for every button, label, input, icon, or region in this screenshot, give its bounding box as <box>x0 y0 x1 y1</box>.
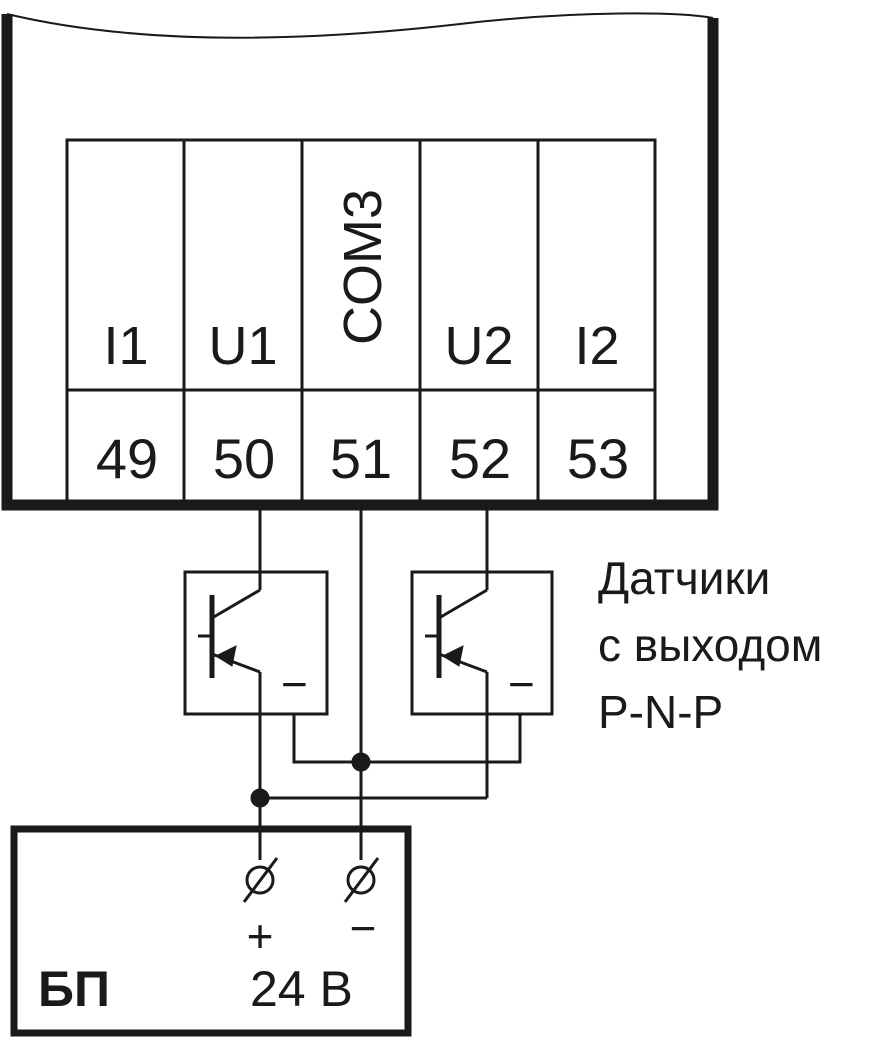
sensor-2-emitter-arrow <box>441 645 464 667</box>
sensors-caption: Датчики с выходом P-N-P <box>598 552 822 738</box>
terminal-labels: I1 U1 COM3 U2 I2 <box>103 189 619 376</box>
terminal-number-49: 49 <box>96 427 158 490</box>
sensors-caption-line-3: P-N-P <box>598 686 723 738</box>
terminal-label-u2: U2 <box>444 316 513 376</box>
sensor-1-emitter-arrow <box>214 645 237 667</box>
screw-terminal-minus <box>343 857 380 903</box>
terminal-number-51: 51 <box>330 427 392 490</box>
terminal-label-i1: I1 <box>103 316 148 376</box>
power-supply-voltage: 24 В <box>250 961 353 1017</box>
power-supply-plus-sign: + <box>247 910 274 962</box>
screw-terminal-plus <box>242 857 279 903</box>
terminal-number-50: 50 <box>213 427 275 490</box>
terminal-number-53: 53 <box>567 427 629 490</box>
terminal-numbers: 49 50 51 52 53 <box>96 427 629 490</box>
junction-minus <box>351 752 371 772</box>
terminal-label-com3: COM3 <box>333 189 393 345</box>
power-supply-minus-sign: − <box>350 902 377 954</box>
power-supply-label: БП <box>38 961 110 1017</box>
sensors-caption-line-2: с выходом <box>598 619 822 671</box>
terminal-label-u1: U1 <box>208 316 277 376</box>
sensor-2-minus-sign: − <box>508 658 535 710</box>
terminal-label-i2: I2 <box>574 316 619 376</box>
terminal-number-52: 52 <box>449 427 511 490</box>
sensors-caption-line-1: Датчики <box>598 552 770 604</box>
sensor-1-minus-sign: − <box>281 658 308 710</box>
junction-plus <box>250 788 270 808</box>
power-supply-box <box>10 825 412 1037</box>
